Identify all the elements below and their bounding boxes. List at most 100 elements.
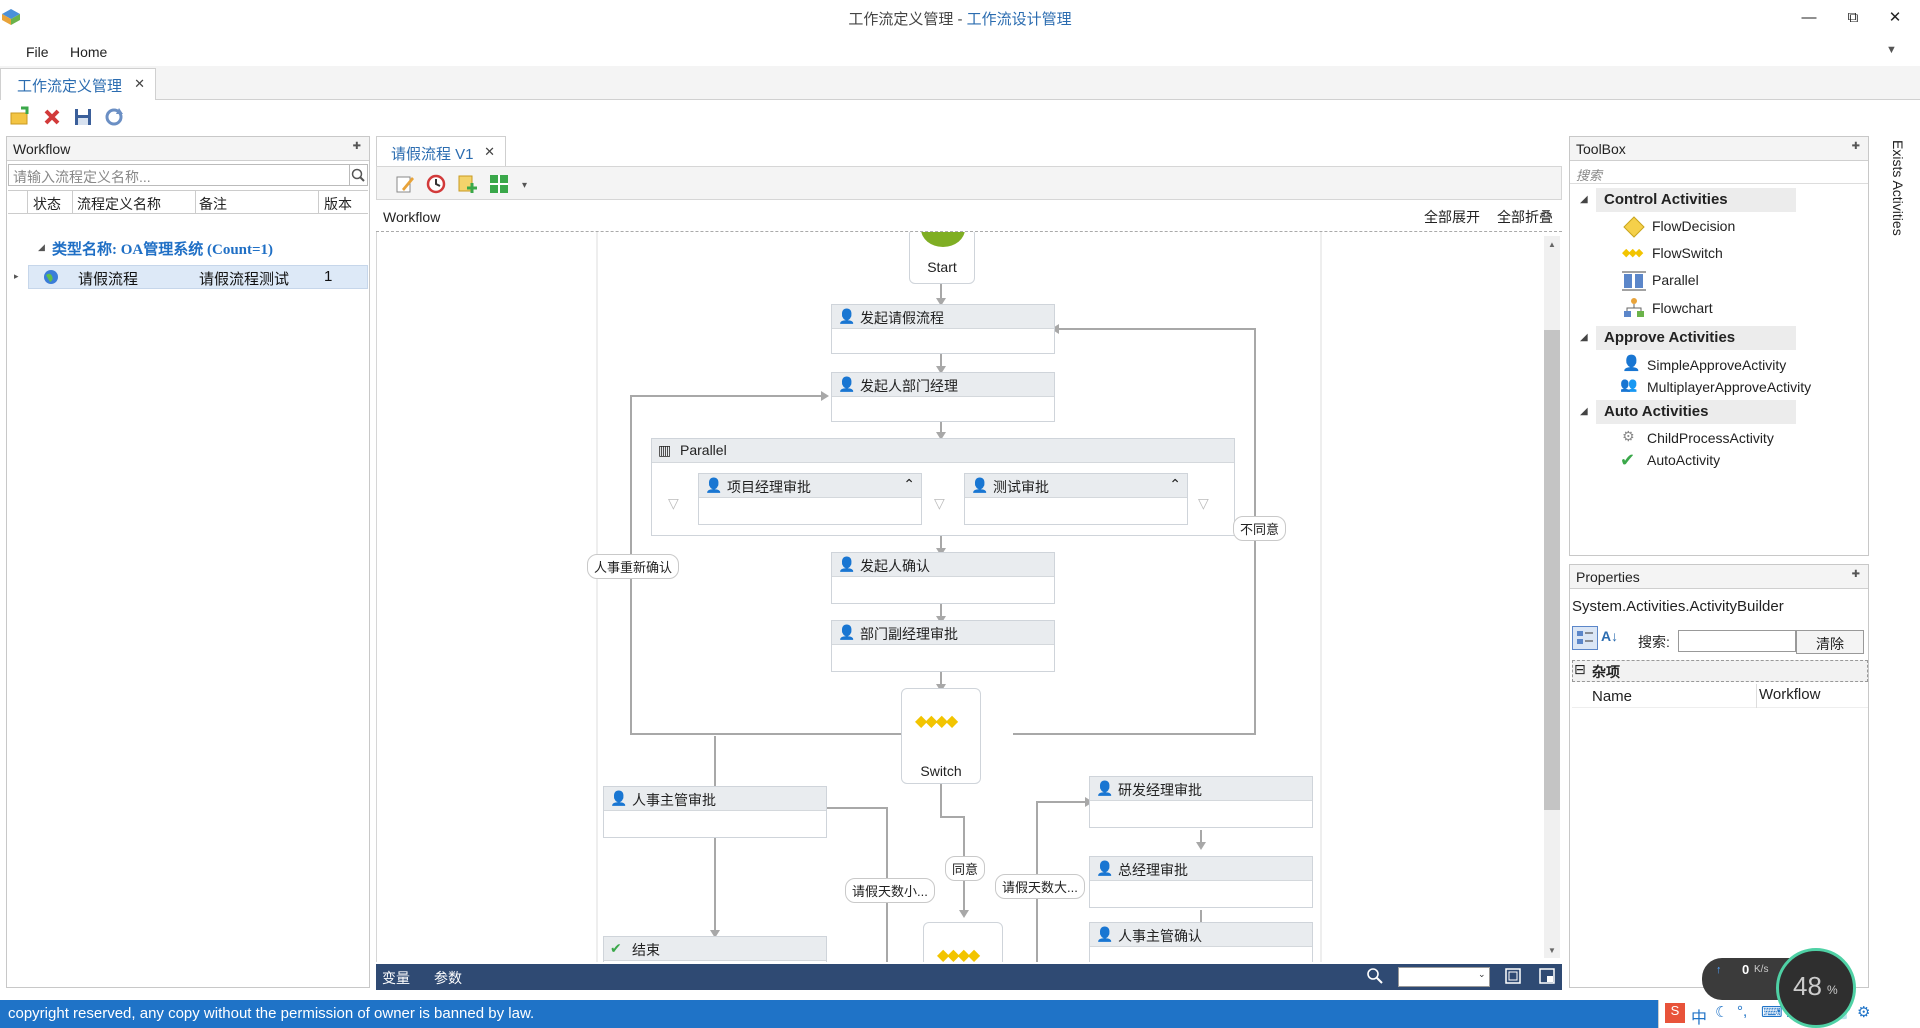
category-control[interactable]: Control Activities: [1596, 188, 1796, 212]
label-agree[interactable]: 同意: [945, 856, 986, 881]
activity-start-leave[interactable]: 👤发起请假流程: [831, 304, 1055, 354]
toolbox-item-flowswitch[interactable]: FlowSwitch: [1652, 245, 1723, 261]
activity-dept-manager[interactable]: 👤发起人部门经理: [831, 372, 1055, 422]
refresh-icon[interactable]: [103, 106, 125, 128]
switch-node[interactable]: ◆◆◆◆ Switch: [901, 688, 981, 784]
edit-icon[interactable]: [394, 173, 416, 198]
overview-icon[interactable]: [1538, 967, 1556, 988]
pin-icon[interactable]: ✚: [1851, 141, 1860, 152]
chevron-down-icon[interactable]: ⌄: [1478, 969, 1486, 979]
restore-button[interactable]: ⧉: [1847, 9, 1859, 26]
zoom-select[interactable]: [1398, 967, 1490, 987]
tab-leave-workflow[interactable]: 请假流程 V1 ✕: [376, 136, 506, 166]
toolbox-item-autoactivity[interactable]: AutoActivity: [1647, 452, 1721, 468]
start-node[interactable]: Start: [909, 232, 975, 284]
activity-project-manager[interactable]: 👤项目经理审批⌃: [698, 473, 922, 525]
close-tab-icon[interactable]: ✕: [484, 144, 495, 159]
keyboard-icon[interactable]: ⌨: [1761, 1004, 1783, 1021]
expand-all-link[interactable]: 全部展开: [1424, 209, 1480, 225]
punctuation-icon[interactable]: °,: [1737, 1003, 1748, 1020]
col-version[interactable]: 版本: [324, 196, 352, 212]
col-status[interactable]: 状态: [33, 196, 61, 212]
activity-test-approve[interactable]: 👤测试审批⌃: [964, 473, 1188, 525]
breadcrumb-workflow[interactable]: Workflow: [383, 209, 441, 225]
moon-icon[interactable]: ☾: [1715, 1004, 1729, 1021]
activity-hr-approve[interactable]: 👤人事主管审批: [603, 786, 827, 838]
drop-target-icon[interactable]: ▽: [1198, 495, 1209, 511]
drop-target-icon[interactable]: ▽: [934, 495, 945, 511]
menu-home[interactable]: Home: [70, 44, 108, 60]
props-category-row[interactable]: [1572, 660, 1868, 682]
search-icon[interactable]: [350, 164, 368, 186]
label-days-small[interactable]: 请假天数小...: [845, 878, 935, 903]
col-name[interactable]: 流程定义名称: [77, 196, 161, 212]
close-tab-icon[interactable]: ✕: [134, 76, 145, 91]
label-disagree[interactable]: 不同意: [1233, 516, 1287, 541]
delete-icon[interactable]: [41, 106, 63, 128]
switch-node-2[interactable]: ◆◆◆◆: [923, 922, 1003, 962]
workflow-search-input[interactable]: 请输入流程定义名称...: [8, 164, 350, 186]
prop-name-value[interactable]: Workflow: [1759, 686, 1821, 703]
collapse-icon[interactable]: ⌃: [1169, 476, 1181, 492]
collapse-all-link[interactable]: 全部折叠: [1497, 209, 1553, 225]
activity-end[interactable]: ✔结束: [603, 936, 827, 962]
sort-az-icon[interactable]: A↓: [1601, 628, 1619, 644]
tab-variables[interactable]: 变量: [382, 970, 410, 986]
activity-deputy-manager[interactable]: 👤部门副经理审批: [831, 620, 1055, 672]
toolbox-item-flowdecision[interactable]: FlowDecision: [1652, 218, 1736, 234]
memory-usage-gauge[interactable]: 48 %: [1776, 948, 1856, 1028]
toolbox-item-parallel[interactable]: Parallel: [1652, 272, 1699, 288]
overflow-icon[interactable]: ▾: [522, 180, 528, 191]
add-activity-icon[interactable]: [456, 173, 478, 198]
memory-percent-sign: %: [1827, 983, 1838, 997]
tab-workflow-definition[interactable]: 工作流定义管理 ✕: [0, 68, 156, 100]
workflow-canvas[interactable]: Start 👤发起请假流程 👤发起人部门经理 ▥Parallel ▽ ▽ ▽ 👤…: [376, 232, 1562, 962]
activity-rd-manager[interactable]: 👤研发经理审批: [1089, 776, 1313, 828]
props-search-input[interactable]: [1678, 630, 1796, 652]
category-collapse-icon[interactable]: ◢: [1580, 332, 1588, 343]
ime-chinese-mode[interactable]: 中: [1691, 1010, 1708, 1027]
drop-target-icon[interactable]: ▽: [668, 495, 679, 511]
group-collapse-icon[interactable]: ◢: [38, 242, 45, 252]
collapse-icon[interactable]: ⌃: [903, 476, 915, 492]
activity-hr-confirm[interactable]: 👤人事主管确认: [1089, 922, 1313, 962]
category-collapse-icon[interactable]: ◢: [1580, 406, 1588, 417]
exists-activities-tab[interactable]: Exists Activities: [1882, 140, 1912, 340]
scroll-down-icon[interactable]: ▼: [1548, 946, 1556, 955]
toolbox-item-flowchart[interactable]: Flowchart: [1652, 300, 1713, 316]
toolbox-item-multiplayerapprove[interactable]: MultiplayerApproveActivity: [1647, 379, 1812, 395]
pin-icon[interactable]: ✚: [1851, 569, 1860, 580]
props-row[interactable]: [1572, 684, 1868, 708]
close-window-button[interactable]: ✕: [1888, 9, 1902, 26]
category-auto[interactable]: Auto Activities: [1596, 400, 1796, 424]
toolbox-item-childprocess[interactable]: ChildProcessActivity: [1647, 430, 1774, 446]
activity-initiator-confirm[interactable]: 👤发起人确认: [831, 552, 1055, 604]
label-days-big[interactable]: 请假天数大...: [995, 874, 1085, 899]
toolbox-item-simpleapprove[interactable]: SimpleApproveActivity: [1647, 357, 1787, 373]
add-folder-icon[interactable]: [9, 106, 31, 128]
canvas-scrollbar-thumb[interactable]: [1544, 330, 1560, 810]
ribbon-dropdown-icon[interactable]: ▼: [1886, 44, 1897, 56]
categorized-icon[interactable]: [1572, 626, 1598, 650]
tab-arguments[interactable]: 参数: [434, 970, 462, 986]
label-reconfirm[interactable]: 人事重新确认: [587, 554, 680, 579]
parallel-container[interactable]: ▥Parallel ▽ ▽ ▽ 👤项目经理审批⌃ 👤测试审批⌃: [651, 438, 1235, 536]
table-row[interactable]: [28, 265, 368, 289]
category-approve[interactable]: Approve Activities: [1596, 326, 1796, 350]
zoom-icon[interactable]: [1366, 967, 1384, 988]
clock-icon[interactable]: [425, 173, 447, 198]
section-toggle-icon[interactable]: ⊟: [1574, 661, 1586, 677]
scroll-up-icon[interactable]: ▲: [1548, 240, 1556, 249]
clear-button[interactable]: 清除: [1796, 630, 1864, 654]
toolbox-search-input[interactable]: 搜索: [1570, 162, 1868, 184]
activity-general-manager[interactable]: 👤总经理审批: [1089, 856, 1313, 908]
grid-layout-icon[interactable]: [488, 173, 510, 198]
pin-icon[interactable]: ✚: [352, 141, 361, 152]
gear-icon[interactable]: ⚙: [1857, 1004, 1871, 1021]
category-collapse-icon[interactable]: ◢: [1580, 194, 1588, 205]
menu-file[interactable]: File: [26, 44, 49, 60]
minimize-button[interactable]: —: [1801, 9, 1817, 26]
fit-screen-icon[interactable]: [1504, 967, 1522, 988]
col-remark[interactable]: 备注: [199, 196, 227, 212]
save-icon[interactable]: [72, 106, 94, 128]
